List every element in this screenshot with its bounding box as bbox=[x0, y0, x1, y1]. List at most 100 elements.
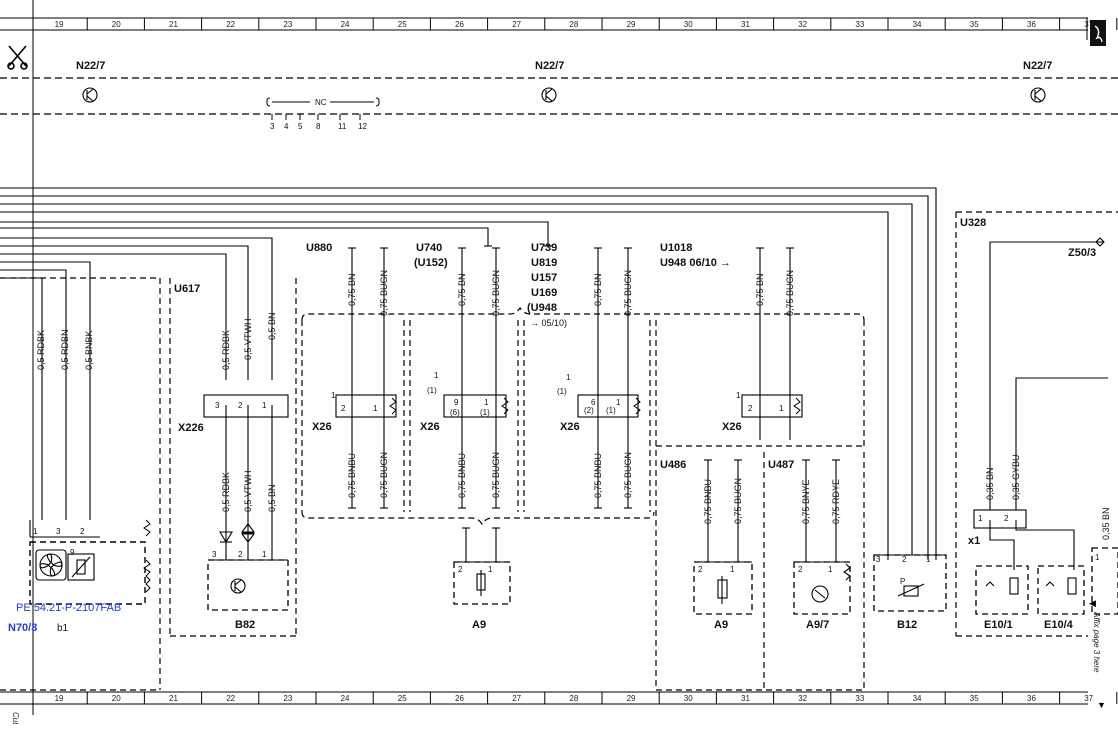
b82-label: B82 bbox=[235, 619, 255, 631]
nc-label: NC bbox=[315, 98, 327, 107]
zigzag-icon bbox=[389, 397, 801, 415]
top-ruler bbox=[0, 17, 1088, 31]
ruler-number: 31 bbox=[741, 20, 750, 29]
a97-label: A9/7 bbox=[806, 619, 829, 631]
svg-text:1: 1 bbox=[736, 391, 741, 400]
affix-page-text: Affix page 3 here bbox=[1092, 611, 1101, 673]
e101-heater bbox=[975, 565, 1029, 615]
x226-label: X226 bbox=[178, 422, 204, 434]
wire-label: 0,75 BUGN bbox=[491, 452, 501, 498]
ruler-number: 25 bbox=[398, 20, 407, 29]
svg-text:1: 1 bbox=[616, 398, 621, 407]
a97-u487 bbox=[793, 561, 851, 615]
ruler-number: 24 bbox=[341, 20, 350, 29]
transistor-label-right: N22/7 bbox=[1023, 60, 1052, 72]
ruler-number: 20 bbox=[112, 20, 121, 29]
u486-wires bbox=[704, 459, 840, 562]
svg-text:(6): (6) bbox=[450, 408, 460, 417]
group-label: → 05/10) bbox=[530, 318, 567, 328]
ruler-number: 28 bbox=[569, 20, 578, 29]
ruler-number: 22 bbox=[226, 20, 235, 29]
wire-label: 0,75 RDYE bbox=[831, 479, 841, 524]
wire-label: 0,75 BNBU bbox=[703, 479, 713, 524]
ruler-number: 28 bbox=[569, 694, 578, 703]
wire-label: 0,5 VTWH bbox=[243, 470, 253, 512]
ruler-number: 19 bbox=[55, 20, 64, 29]
ruler-number: 24 bbox=[341, 694, 350, 703]
cut-here-text: Cut here bbox=[11, 712, 20, 724]
svg-text:1: 1 bbox=[779, 404, 784, 413]
z503-label: Z50/3 bbox=[1068, 247, 1096, 259]
wire-label: 0,35 BN bbox=[985, 467, 995, 500]
ruler-number: 34 bbox=[913, 20, 922, 29]
top-dashed-lines bbox=[0, 77, 1118, 115]
wire-caps bbox=[348, 247, 794, 509]
x1-connector bbox=[973, 509, 1075, 570]
wire-label: 0,75 BN bbox=[593, 273, 603, 306]
pin-number: 2 bbox=[698, 565, 703, 574]
pin-number: 1 bbox=[33, 527, 38, 536]
wire-label: 0,75 BNBU bbox=[457, 453, 467, 498]
transistor-label-mid: N22/7 bbox=[535, 60, 564, 72]
affix-arrow-icon: ▼ bbox=[1097, 700, 1106, 710]
pin-number: 2 bbox=[238, 550, 243, 559]
pin-number: 3 bbox=[215, 401, 220, 410]
wire-label: 0,75 BUGN bbox=[785, 270, 795, 316]
wire-label: 0,5 VTWH bbox=[243, 318, 253, 360]
x26-label: X26 bbox=[722, 421, 742, 433]
pin-number: 3 bbox=[212, 550, 217, 559]
nc-pin-number: 5 bbox=[298, 122, 303, 131]
svg-text:9: 9 bbox=[454, 398, 459, 407]
pin-number: 9 bbox=[70, 548, 75, 557]
svg-text:2: 2 bbox=[341, 404, 346, 413]
a9-label: A9 bbox=[472, 619, 486, 631]
fan-icon bbox=[35, 549, 67, 581]
svg-text:(2): (2) bbox=[584, 406, 594, 415]
pin-number: 3 bbox=[56, 527, 61, 536]
svg-text:1: 1 bbox=[566, 373, 571, 382]
a9-u486 bbox=[693, 561, 753, 615]
b12-label: B12 bbox=[897, 619, 917, 631]
pin-number: 1 bbox=[1095, 553, 1100, 562]
group-label: U948 06/10 → bbox=[660, 257, 731, 269]
pin-number: 1 bbox=[262, 401, 267, 410]
svg-text:6: 6 bbox=[591, 398, 596, 407]
zigzag-icon bbox=[143, 519, 151, 593]
ruler-number: 30 bbox=[684, 20, 693, 29]
transistor-icon bbox=[1030, 87, 1046, 103]
ruler-number: 25 bbox=[398, 694, 407, 703]
a9-central bbox=[453, 527, 511, 605]
group-label: U880 bbox=[306, 242, 332, 254]
e101-label: E10/1 bbox=[984, 619, 1013, 631]
group-label: U1018 bbox=[660, 242, 692, 254]
diode-icon bbox=[219, 523, 256, 544]
ruler-number: 19 bbox=[55, 694, 64, 703]
x1-label: x1 bbox=[968, 535, 980, 547]
ruler-number: 21 bbox=[169, 20, 178, 29]
wire-label: 0,75 BN bbox=[457, 273, 467, 306]
x26-connector bbox=[335, 394, 803, 418]
u617-border bbox=[169, 278, 297, 637]
transistor-label-left: N22/7 bbox=[76, 60, 105, 72]
wire-label: 0,75 BUGN bbox=[623, 270, 633, 316]
group-label: U617 bbox=[174, 283, 200, 295]
ruler-number: 33 bbox=[855, 20, 864, 29]
wire-label: 0,75 BNBU bbox=[347, 453, 357, 498]
pin-number: 1 bbox=[262, 550, 267, 559]
wire-label: 0,75 BN bbox=[347, 273, 357, 306]
pin-number: 1 bbox=[978, 514, 983, 523]
ruler-number: 31 bbox=[741, 694, 750, 703]
transistor-icon bbox=[82, 87, 98, 103]
nc-pin-number: 4 bbox=[284, 122, 289, 131]
ruler-number: 34 bbox=[913, 694, 922, 703]
b82-sensor bbox=[207, 559, 289, 611]
nc-pin-number: 8 bbox=[316, 122, 321, 131]
bus-wires bbox=[0, 187, 937, 560]
wire-label: 0,75 BUGN bbox=[379, 452, 389, 498]
ruler-number: 30 bbox=[684, 694, 693, 703]
